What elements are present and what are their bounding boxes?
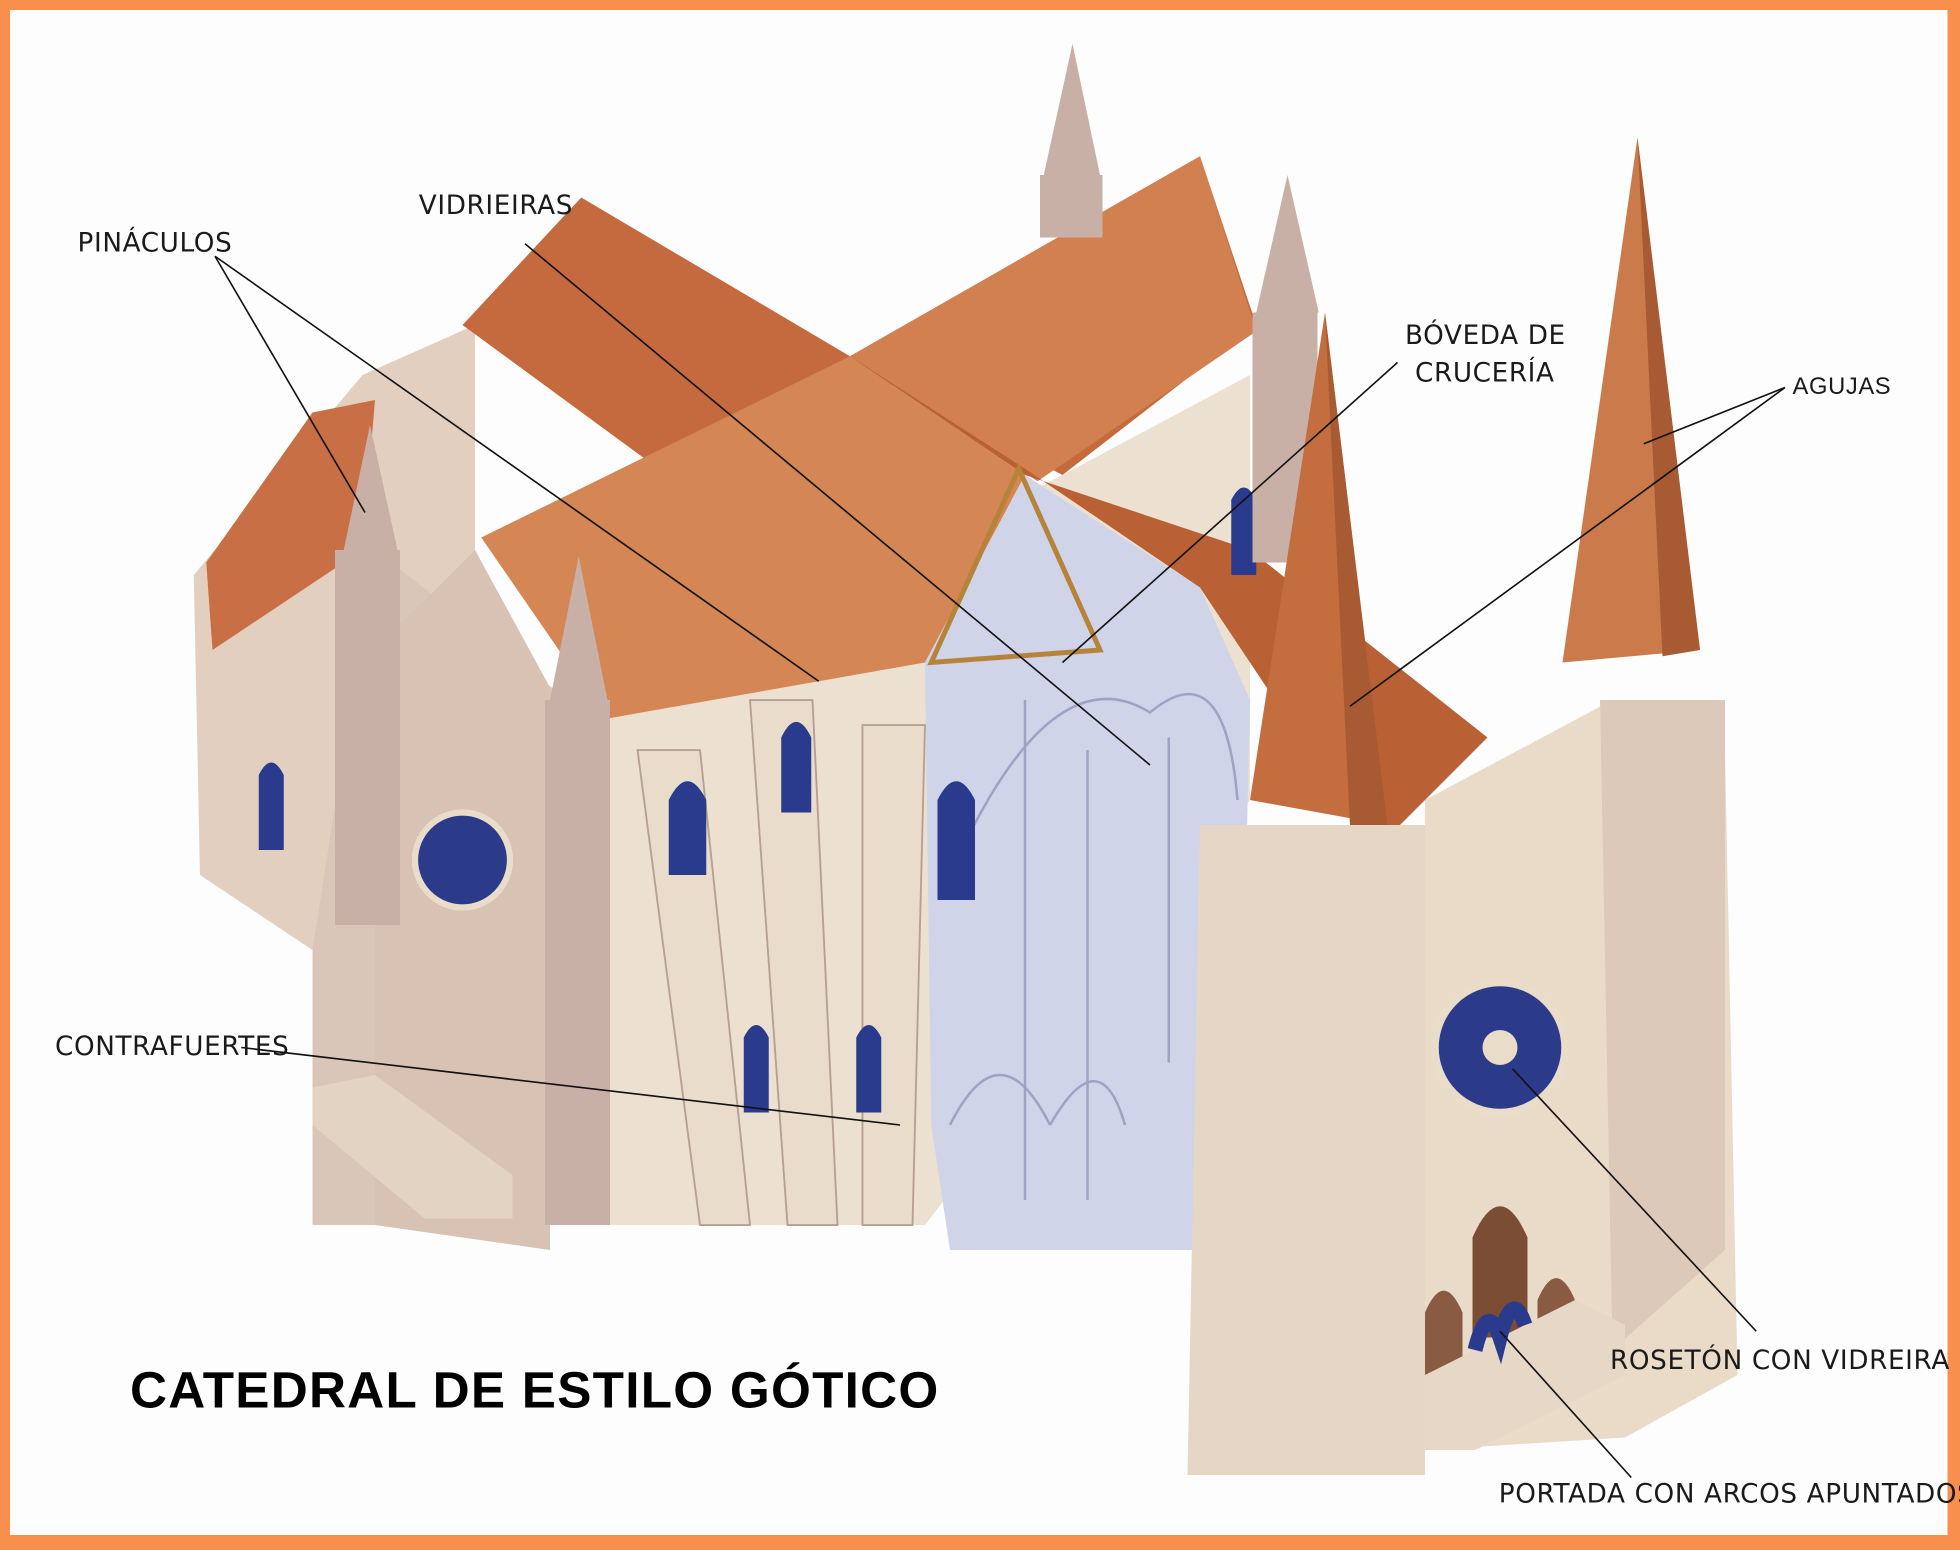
flying-buttresses [636,699,926,1226]
label-pinaculos: PINÁCULOS [78,226,233,258]
stained-glass-windows [258,487,1257,1113]
transept-rose-window [411,809,514,911]
right-tower [1600,700,1725,1350]
transept-roof [481,356,1025,719]
label-vidrieiras: VIDRIEIRAS [419,191,573,221]
leader-lines [214,243,1786,1479]
label-boveda-line2: CRUCERÍA [1415,356,1555,388]
transept-steps [312,1075,513,1219]
apse-roof [206,400,375,650]
cathedral-illustration [193,43,1738,1475]
label-boveda-line1: BÓVEDA DE [1405,319,1566,351]
label-contrafuertes: CONTRAFUERTES [55,1032,289,1062]
label-roseton: ROSETÓN CON VIDREIRA [1610,1344,1950,1376]
label-portada: PORTADA CON ARCOS APUNTADOS [1499,1480,1960,1510]
left-tower [1187,825,1425,1475]
diagram-title: CATEDRAL DE ESTILO GÓTICO [130,1362,940,1419]
label-agujas: AGUJAS [1793,373,1892,400]
roof-truss [927,462,1104,666]
choir-roof-side [850,156,1257,482]
west-steps [1425,1300,1625,1450]
